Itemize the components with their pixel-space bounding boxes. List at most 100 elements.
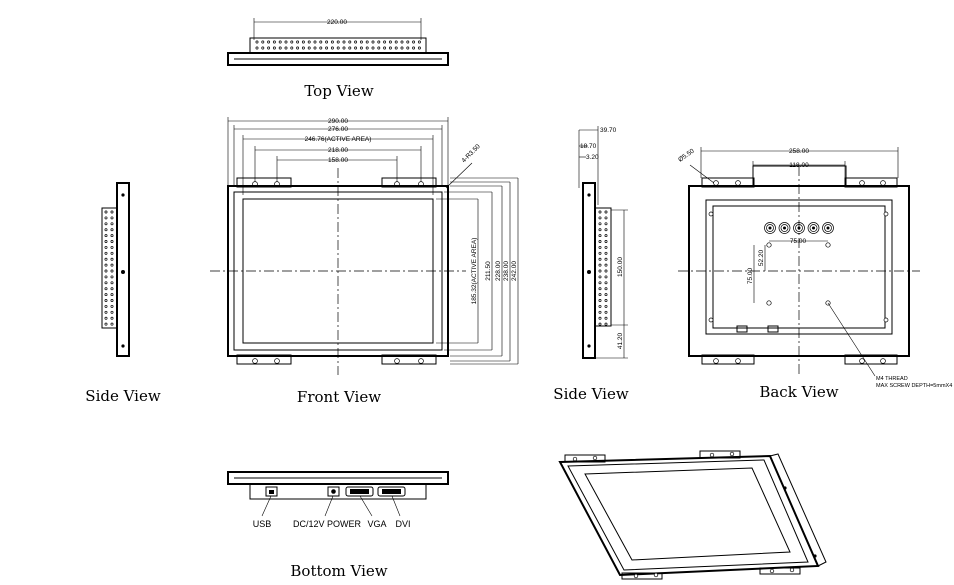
pin-hole xyxy=(598,240,602,243)
bottom-view: USB DC/12V POWER VGA DVI Bottom View xyxy=(227,471,449,580)
dim-side-150: 150.00 xyxy=(617,257,624,277)
pin-hole xyxy=(110,245,114,249)
port-dc-label: DC/12V POWER xyxy=(293,519,362,529)
pin-hole xyxy=(110,269,114,273)
pin-hole xyxy=(598,263,602,267)
pin-hole xyxy=(336,46,340,50)
pin-hole xyxy=(400,46,404,50)
front-view-label: Front View xyxy=(297,388,381,406)
pin-hole xyxy=(348,46,352,50)
pin-hole xyxy=(365,40,369,44)
pin-hole xyxy=(272,40,276,44)
pin-hole xyxy=(325,40,329,44)
pin-hole xyxy=(604,263,608,267)
pin-hole xyxy=(598,287,602,291)
pin-hole xyxy=(110,228,114,232)
pin-hole xyxy=(104,310,108,314)
pin-hole xyxy=(598,251,602,255)
pin-hole xyxy=(604,281,608,285)
pin-hole xyxy=(598,257,602,261)
pin-hole xyxy=(417,40,421,44)
connector-pin xyxy=(826,226,830,230)
port-usb-label: USB xyxy=(253,519,272,529)
pin-hole xyxy=(255,46,259,50)
dim-front-211: 211.50 xyxy=(485,261,492,281)
pin-hole xyxy=(354,46,358,50)
pin-hole xyxy=(104,216,108,220)
pin-hole xyxy=(278,46,282,50)
connector-pin xyxy=(812,226,815,230)
side-view-right-label: Side View xyxy=(553,385,629,403)
pin-hole xyxy=(313,40,317,44)
pin-hole xyxy=(104,275,108,279)
pin-hole xyxy=(261,40,265,44)
pin-hole xyxy=(598,322,602,326)
pin-hole xyxy=(598,304,602,308)
pin-hole xyxy=(110,316,114,320)
pin-hole xyxy=(110,234,114,238)
top-view-label: Top View xyxy=(304,82,373,100)
pin-hole xyxy=(388,46,392,50)
port-vga-label: VGA xyxy=(367,519,386,529)
pin-hole xyxy=(110,240,114,243)
dim-side-3: 3.20 xyxy=(586,154,599,161)
pin-hole xyxy=(104,287,108,291)
pin-hole xyxy=(371,46,375,50)
pin-hole xyxy=(330,46,334,50)
dim-back-258: 258.00 xyxy=(789,148,809,155)
pin-hole xyxy=(348,40,352,44)
pin-hole xyxy=(342,40,346,44)
pin-hole xyxy=(330,40,334,44)
front-view: 290.00 276.00 246.76(ACTIVE AREA) 218.00… xyxy=(210,117,519,406)
pin-hole xyxy=(104,234,108,238)
pin-hole xyxy=(604,234,608,238)
pin-hole xyxy=(400,40,404,44)
pin-hole xyxy=(383,46,387,50)
pin-hole xyxy=(104,293,108,297)
pin-hole xyxy=(604,245,608,249)
pin-hole xyxy=(110,293,114,297)
pin-hole xyxy=(604,299,608,302)
pin-hole xyxy=(104,263,108,267)
pin-hole xyxy=(342,46,346,50)
pin-hole xyxy=(598,310,602,314)
pin-hole xyxy=(110,304,114,308)
pin-hole xyxy=(604,275,608,279)
pin-hole xyxy=(104,281,108,285)
pin-hole xyxy=(598,299,602,302)
dim-front-238: 238.00 xyxy=(503,261,510,281)
pin-hole xyxy=(598,216,602,220)
pin-hole xyxy=(598,245,602,249)
pin-hole xyxy=(255,40,259,44)
pin-hole xyxy=(388,40,392,44)
pin-hole xyxy=(104,251,108,255)
pin-hole xyxy=(604,210,608,214)
pin-hole xyxy=(354,40,358,44)
dim-front-276: 276.00 xyxy=(328,126,348,133)
top-view: 220.00 Top View xyxy=(227,18,449,100)
pin-hole xyxy=(604,310,608,314)
pin-hole xyxy=(110,287,114,291)
pin-hole xyxy=(301,46,305,50)
pin-hole xyxy=(604,269,608,273)
pin-hole xyxy=(307,46,311,50)
pin-hole xyxy=(412,46,416,50)
pin-hole xyxy=(604,316,608,320)
pin-hole xyxy=(110,222,114,226)
pin-hole xyxy=(604,228,608,232)
pin-hole xyxy=(359,40,363,44)
pin-hole xyxy=(598,316,602,320)
pin-hole xyxy=(307,40,311,44)
pin-hole xyxy=(365,46,369,50)
dim-front-228: 228.00 xyxy=(495,261,502,281)
pin-hole xyxy=(104,228,108,232)
pin-hole xyxy=(604,304,608,308)
dim-front-158: 158.00 xyxy=(328,157,348,164)
back-view: 258.00 118.00 Ø5.50 xyxy=(677,147,952,401)
dim-front-active-h: 185.32(ACTIVE AREA) xyxy=(471,238,478,305)
pin-hole xyxy=(290,46,294,50)
pin-hole xyxy=(406,40,410,44)
pin-hole xyxy=(272,46,276,50)
dim-front-active-w: 246.76(ACTIVE AREA) xyxy=(305,136,372,143)
